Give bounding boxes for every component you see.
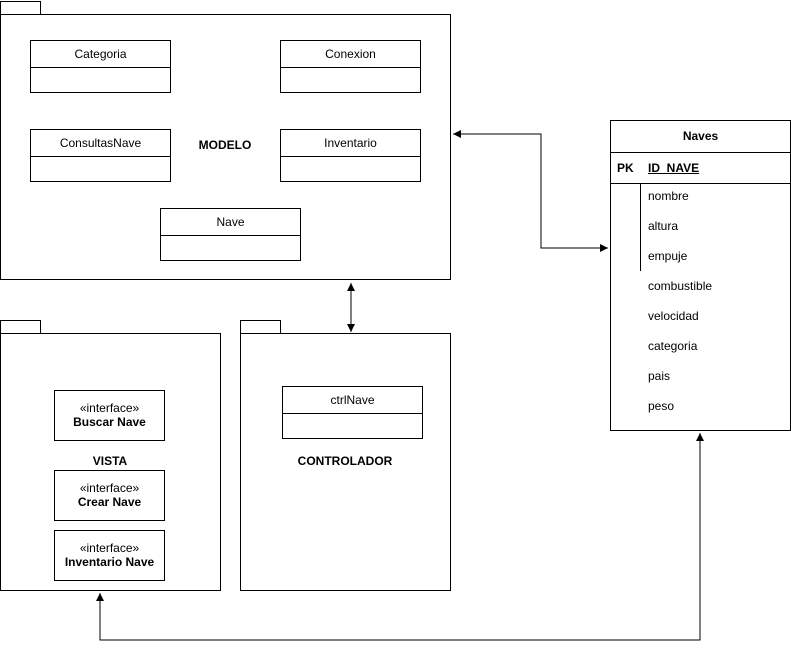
class-nave: Nave — [160, 208, 301, 261]
class-inventario-name: Inventario — [281, 130, 420, 157]
pk-label: PK — [617, 161, 634, 175]
interface-buscar-nave-name: Buscar Nave — [73, 415, 146, 429]
field-altura: altura — [648, 219, 679, 233]
field-nombre: nombre — [648, 189, 689, 203]
class-consultasnave: ConsultasNave — [30, 129, 171, 182]
field-peso: peso — [648, 399, 675, 413]
class-ctrlnave-name: ctrlNave — [283, 387, 422, 414]
vista-package-tab — [0, 320, 41, 334]
class-conexion: Conexion — [280, 40, 421, 93]
field-velocidad: velocidad — [648, 309, 699, 323]
class-categoria: Categoria — [30, 40, 171, 93]
interface-buscar-nave-stereotype: «interface» — [79, 401, 140, 415]
naves-table-pk-row: PK ID_NAVE — [611, 153, 790, 184]
interface-buscar-nave: «interface» Buscar Nave — [54, 390, 165, 441]
field-categoria: categoria — [648, 339, 698, 353]
class-consultasnave-name: ConsultasNave — [31, 130, 170, 157]
naves-table-title: Naves — [611, 121, 790, 153]
modelo-naves-connector — [453, 130, 608, 252]
field-combustible: combustible — [648, 279, 713, 293]
class-ctrlnave: ctrlNave — [282, 386, 423, 439]
class-nave-name: Nave — [161, 209, 300, 236]
field-pais: pais — [648, 369, 671, 383]
vista-naves-connector — [96, 433, 704, 641]
naves-table-key-divider — [640, 183, 641, 271]
modelo-package-label: MODELO — [198, 138, 252, 152]
modelo-package-tab — [0, 1, 41, 15]
field-empuje: empuje — [648, 249, 688, 263]
class-inventario: Inventario — [280, 129, 421, 182]
naves-table: Naves PK ID_NAVE nombre altura empuje co… — [610, 120, 791, 431]
class-categoria-name: Categoria — [31, 41, 170, 68]
pk-field: ID_NAVE — [648, 161, 700, 175]
class-conexion-name: Conexion — [281, 41, 420, 68]
controlador-package-tab — [240, 320, 281, 334]
